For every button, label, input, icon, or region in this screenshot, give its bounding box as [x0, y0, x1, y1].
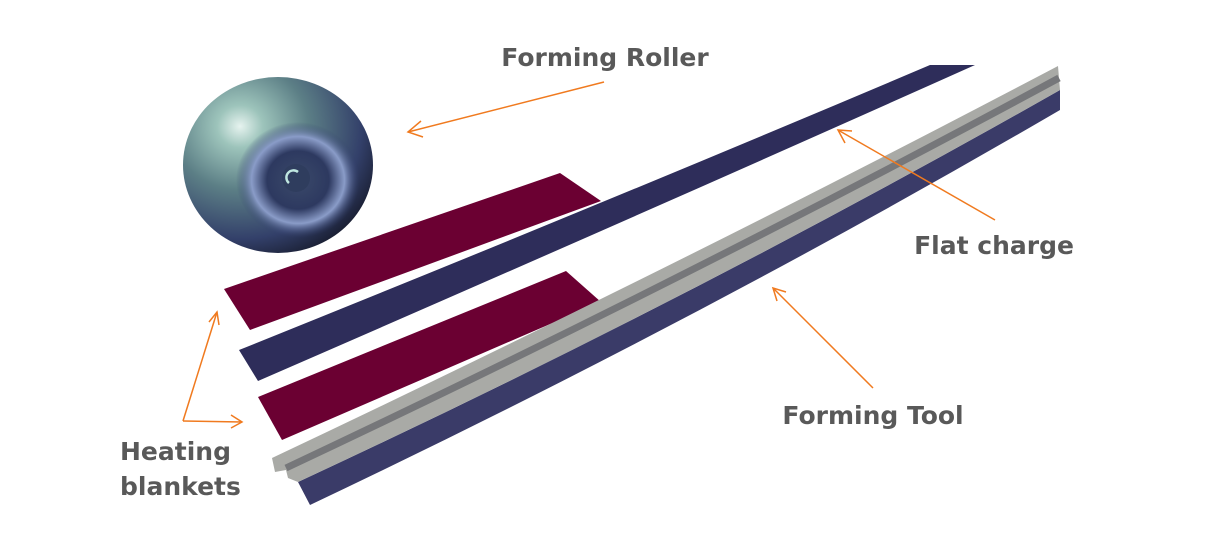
heating-blanket-top — [224, 173, 601, 330]
forming-roller — [183, 77, 373, 253]
flat-charge — [239, 65, 975, 381]
arrow-flat-charge — [836, 129, 996, 221]
label-heating-blankets-line1: Heating — [120, 437, 231, 466]
forming-tool — [272, 66, 1061, 505]
arrow-heating-blanket-bottom — [182, 414, 244, 429]
label-flat-charge: Flat charge — [914, 231, 1074, 260]
label-forming-roller: Forming Roller — [501, 43, 709, 72]
arrow-forming-roller — [406, 81, 605, 138]
label-forming-tool: Forming Tool — [782, 401, 963, 430]
heating-blanket-bottom — [258, 271, 601, 440]
annotation-arrows — [182, 81, 996, 429]
arrow-forming-tool — [771, 286, 874, 389]
arrow-heating-blanket-top — [182, 310, 220, 422]
label-heating-blankets-line2: blankets — [120, 472, 241, 501]
